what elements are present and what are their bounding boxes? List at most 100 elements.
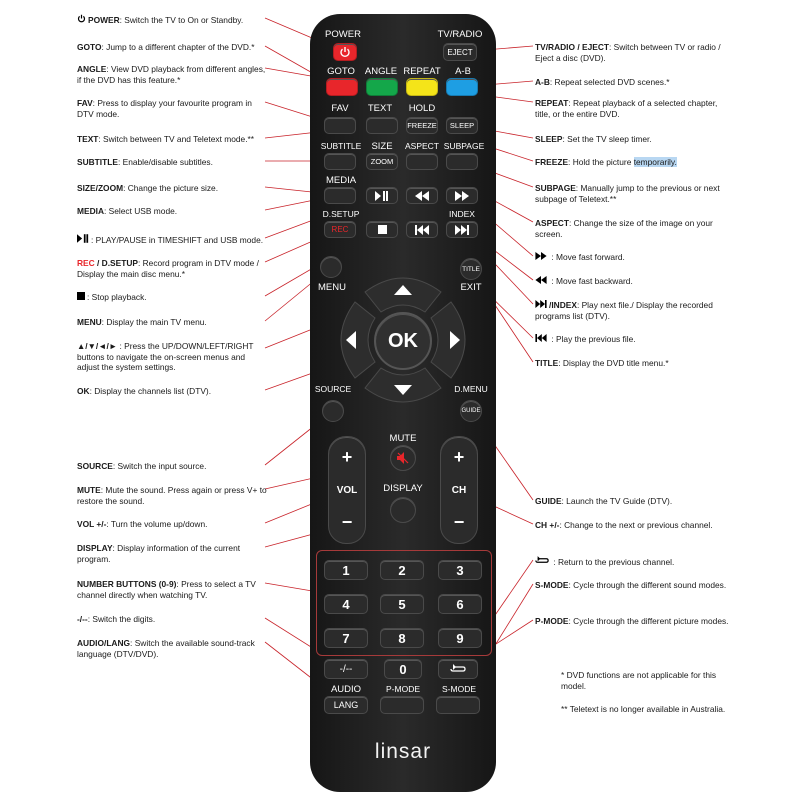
number-0-button[interactable]: 0 xyxy=(384,659,422,679)
description-text: : Return to the previous channel. xyxy=(551,557,675,567)
dpad-left[interactable] xyxy=(340,301,376,379)
description-key: /INDEX xyxy=(549,300,577,310)
description-text: : Enable/disable subtitles. xyxy=(117,157,213,167)
right-description-15: S-MODE: Cycle through the different soun… xyxy=(535,580,735,591)
description-text: : Stop playback. xyxy=(87,292,147,302)
power-button[interactable] xyxy=(333,43,357,61)
previous-button[interactable] xyxy=(406,221,438,238)
ok-button[interactable]: OK xyxy=(374,312,432,370)
sleep-button[interactable]: SLEEP xyxy=(446,117,478,134)
number-9-button[interactable]: 9 xyxy=(438,628,482,648)
repeat-yellow-button[interactable] xyxy=(406,78,438,96)
description-key: ANGLE xyxy=(77,64,107,74)
fast-forward-button[interactable] xyxy=(446,187,478,204)
next-button[interactable] xyxy=(446,221,478,238)
left-description-4: TEXT: Switch between TV and Teletext mod… xyxy=(77,134,267,145)
right-description-2: REPEAT: Repeat playback of a selected ch… xyxy=(535,98,735,119)
number-5-button[interactable]: 5 xyxy=(380,594,424,614)
description-text: : Change the picture size. xyxy=(123,183,219,193)
channel-rocker[interactable]: + CH − xyxy=(440,436,478,544)
right-description-13: CH +/-: Change to the next or previous c… xyxy=(535,520,735,531)
right-description-0: TV/RADIO / EJECT: Switch between TV or r… xyxy=(535,42,735,63)
title-button[interactable]: TITLE xyxy=(460,258,482,280)
footnote-0: * DVD functions are not applicable for t… xyxy=(561,670,717,691)
description-key: FREEZE xyxy=(535,157,569,167)
smode-button[interactable] xyxy=(436,696,480,714)
goto-label: GOTO xyxy=(327,66,355,77)
left-description-16: VOL +/-: Turn the volume up/down. xyxy=(77,519,267,530)
description-key: ▲/▼/◄/► xyxy=(77,341,118,351)
play-pause-icon xyxy=(77,234,89,245)
rewind-button[interactable] xyxy=(406,187,438,204)
description-text: : View DVD playback from different angle… xyxy=(77,64,266,85)
number-2-button[interactable]: 2 xyxy=(380,560,424,580)
power-icon xyxy=(77,14,86,25)
description-key: FAV xyxy=(77,98,93,108)
subtitle-button[interactable] xyxy=(324,153,356,170)
number-3-button[interactable]: 3 xyxy=(438,560,482,580)
lang-button[interactable]: LANG xyxy=(324,696,368,714)
media-button[interactable] xyxy=(324,187,356,204)
description-text: : Record program in DTV mode / Display t… xyxy=(77,258,259,279)
zoom-button[interactable]: ZOOM xyxy=(366,153,398,170)
number-8-button[interactable]: 8 xyxy=(380,628,424,648)
channel-up[interactable]: + xyxy=(453,447,465,467)
tvradio-label: TV/RADIO xyxy=(437,29,483,40)
goto-red-button[interactable] xyxy=(326,78,358,96)
left-description-1: GOTO: Jump to a different chapter of the… xyxy=(77,42,267,53)
volume-down[interactable]: − xyxy=(341,512,353,532)
left-description-3: FAV: Press to display your favourite pro… xyxy=(77,98,267,119)
right-description-7: : Move fast forward. xyxy=(535,252,735,263)
eject-button[interactable]: EJECT xyxy=(443,43,477,61)
volume-rocker[interactable]: + VOL − xyxy=(328,436,366,544)
aspect-label: ASPECT xyxy=(404,141,439,151)
menu-button[interactable] xyxy=(320,256,342,278)
media-label: MEDIA xyxy=(325,175,357,186)
display-button[interactable] xyxy=(390,497,416,523)
left-description-11: MENU: Display the main TV menu. xyxy=(77,317,267,328)
right-description-4: FREEZE: Hold the picture temporarily. xyxy=(535,157,735,168)
subpage-button[interactable] xyxy=(446,153,478,170)
text-button[interactable] xyxy=(366,117,398,134)
number-1-button[interactable]: 1 xyxy=(324,560,368,580)
rec-button[interactable]: REC xyxy=(324,221,356,238)
description-key: DISPLAY xyxy=(77,543,113,553)
mute-button[interactable] xyxy=(390,445,416,471)
angle-green-button[interactable] xyxy=(366,78,398,96)
number-6-button[interactable]: 6 xyxy=(438,594,482,614)
fav-button[interactable] xyxy=(324,117,356,134)
channel-down[interactable]: − xyxy=(453,512,465,532)
description-text: : Change the size of the image on your s… xyxy=(535,218,713,239)
return-button[interactable] xyxy=(438,659,478,679)
right-description-8: : Move fast backward. xyxy=(535,276,735,287)
subpage-label: SUBPAGE xyxy=(443,141,485,151)
description-key: P-MODE xyxy=(535,616,569,626)
left-arrow-icon xyxy=(346,331,356,349)
dpad-right[interactable] xyxy=(430,301,466,379)
guide-button[interactable]: GUIDE xyxy=(460,400,482,422)
number-4-button[interactable]: 4 xyxy=(324,594,368,614)
description-text: : Switch between TV or radio / Eject a d… xyxy=(535,42,721,63)
left-description-14: SOURCE: Switch the input source. xyxy=(77,461,267,472)
left-description-0: POWER: Switch the TV to On or Standby. xyxy=(77,14,267,26)
ab-blue-button[interactable] xyxy=(446,78,478,96)
number-7-button[interactable]: 7 xyxy=(324,628,368,648)
play-pause-button[interactable] xyxy=(366,187,398,204)
footnote-1: ** Teletext is no longer available in Au… xyxy=(561,704,726,714)
dpad[interactable] xyxy=(331,268,475,412)
pmode-button[interactable] xyxy=(380,696,424,714)
aspect-button[interactable] xyxy=(406,153,438,170)
description-text: : Repeat playback of a selected chapter,… xyxy=(535,98,718,119)
description-key: NUMBER BUTTONS (0-9) xyxy=(77,579,177,589)
right-description-16: P-MODE: Cycle through the different pict… xyxy=(535,616,735,627)
stop-button[interactable] xyxy=(366,221,398,238)
description-text: : Switch the TV to On or Standby. xyxy=(119,15,244,25)
description-key: A-B xyxy=(535,77,550,87)
volume-up[interactable]: + xyxy=(341,447,353,467)
digits-button[interactable]: -/-- xyxy=(324,659,368,679)
freeze-button[interactable]: FREEZE xyxy=(406,117,438,134)
description-key: TV/RADIO / EJECT xyxy=(535,42,609,52)
fast-forward-icon xyxy=(535,252,547,262)
source-button[interactable] xyxy=(322,400,344,422)
description-text: : Hold the picture xyxy=(568,157,634,167)
